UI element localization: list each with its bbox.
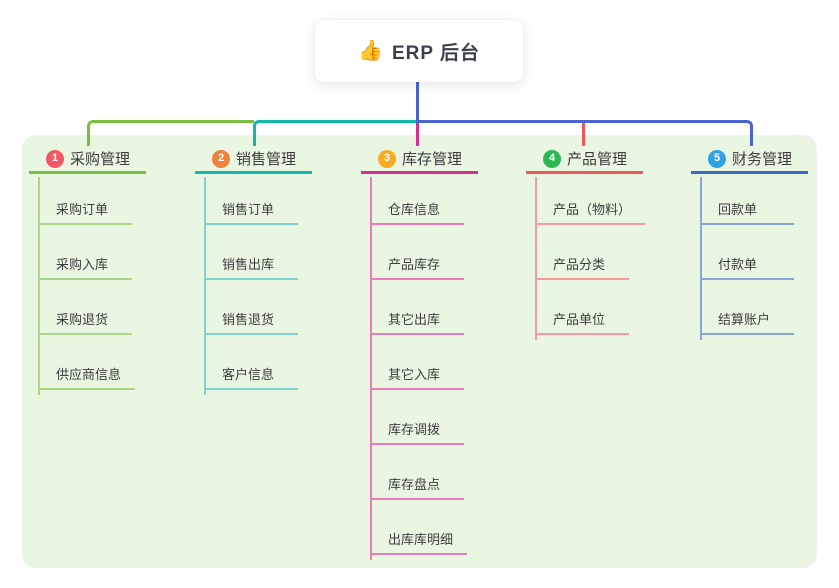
branch-child-node[interactable]: 结算账户	[700, 312, 794, 335]
branch-header-product[interactable]: 4 产品管理	[526, 146, 643, 174]
thumbs-up-icon: 👍	[358, 40, 383, 62]
branches-panel	[22, 135, 817, 568]
branch-child-node[interactable]: 销售出库	[204, 257, 298, 280]
connector-rail-finance	[416, 120, 753, 146]
branch-child-node[interactable]: 产品单位	[535, 312, 629, 335]
branch-child-node[interactable]: 客户信息	[204, 367, 298, 390]
branch-child-node[interactable]: 产品（物料）	[535, 202, 646, 225]
branch-spine	[700, 177, 702, 340]
branch-header-finance[interactable]: 5 财务管理	[691, 146, 808, 174]
branch-child-node[interactable]: 采购订单	[38, 202, 132, 225]
branch-child-node[interactable]: 产品库存	[370, 257, 464, 280]
branch-child-node[interactable]: 仓库信息	[370, 202, 464, 225]
branch-child-node[interactable]: 付款单	[700, 257, 794, 280]
branch-title: 库存管理	[402, 151, 463, 168]
branch-header-sales[interactable]: 2 销售管理	[195, 146, 312, 174]
branch-child-node[interactable]: 产品分类	[535, 257, 629, 280]
branch-number-badge: 5	[708, 149, 726, 168]
branch-number-badge: 2	[212, 149, 230, 168]
branch-spine	[535, 177, 537, 340]
branch-child-node[interactable]: 销售订单	[204, 202, 298, 225]
connector-rail-purchase	[87, 120, 254, 146]
branch-child-node[interactable]: 库存调拨	[370, 422, 464, 445]
branch-child-node[interactable]: 供应商信息	[38, 367, 136, 390]
branch-spine	[38, 177, 40, 395]
branch-number-badge: 4	[543, 149, 561, 168]
branch-header-inventory[interactable]: 3 库存管理	[361, 146, 478, 174]
branch-number-badge: 3	[378, 149, 396, 168]
connector-drop-inventory	[416, 123, 419, 146]
branch-purchase: 1 采购管理 采购订单 采购入库 采购退货 供应商信息	[29, 146, 146, 395]
connector-root-stem	[416, 82, 419, 123]
root-node[interactable]: 👍 ERP 后台	[315, 20, 523, 82]
branch-child-node[interactable]: 采购入库	[38, 257, 132, 280]
branch-spine	[204, 177, 206, 395]
branch-spine	[370, 177, 372, 560]
root-title: ERP 后台	[391, 42, 480, 64]
branch-child-node[interactable]: 其它出库	[370, 312, 464, 335]
branch-title: 财务管理	[732, 151, 793, 168]
branch-child-node[interactable]: 采购退货	[38, 312, 132, 335]
branch-product: 4 产品管理 产品（物料） 产品分类 产品单位	[526, 146, 646, 340]
branch-inventory: 3 库存管理 仓库信息 产品库存 其它出库 其它入库 库存调拨 库存盘点 出库库…	[361, 146, 478, 560]
branch-title: 采购管理	[70, 151, 131, 168]
connector-drop-product	[582, 123, 585, 146]
connector-rail-sales	[253, 120, 417, 146]
branch-number-badge: 1	[46, 149, 64, 168]
branch-sales: 2 销售管理 销售订单 销售出库 销售退货 客户信息	[195, 146, 312, 395]
branch-child-node[interactable]: 回款单	[700, 202, 794, 225]
branch-child-node[interactable]: 销售退货	[204, 312, 298, 335]
branch-child-node[interactable]: 其它入库	[370, 367, 464, 390]
branch-finance: 5 财务管理 回款单 付款单 结算账户	[691, 146, 808, 340]
branch-child-node[interactable]: 出库库明细	[370, 532, 468, 555]
branch-title: 产品管理	[567, 151, 628, 168]
branch-header-purchase[interactable]: 1 采购管理	[29, 146, 146, 174]
branch-title: 销售管理	[236, 151, 297, 168]
branch-child-node[interactable]: 库存盘点	[370, 477, 464, 500]
